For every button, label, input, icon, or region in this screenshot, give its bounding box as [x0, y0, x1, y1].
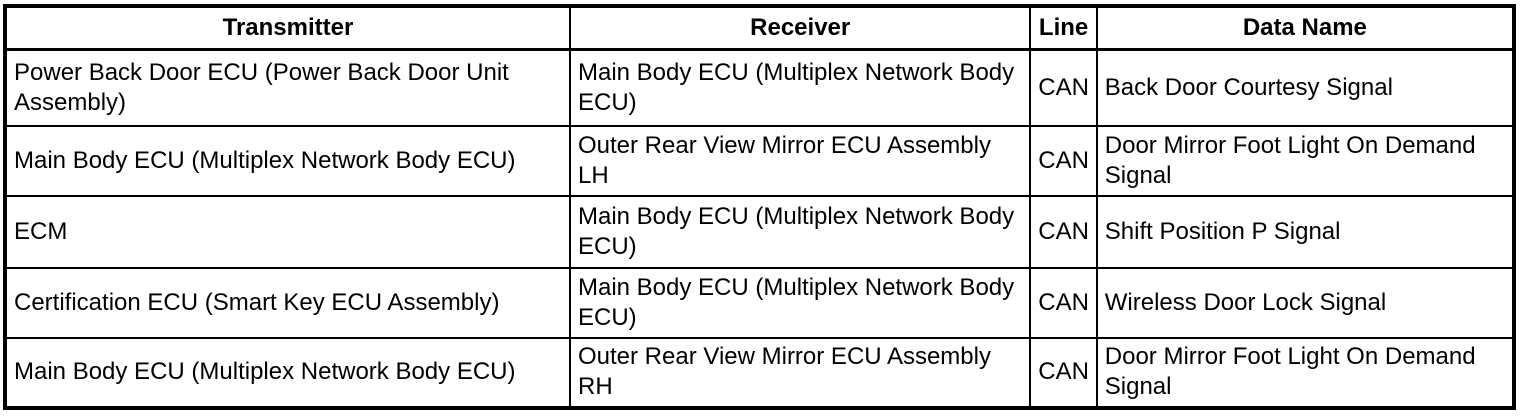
header-receiver: Receiver: [568, 5, 1032, 51]
table-row: Main Body ECU (Multiplex Network Body EC…: [4, 124, 1516, 197]
cell-receiver: Outer Rear View Mirror ECU Assembly LH: [568, 124, 1032, 197]
can-signal-table: Transmitter Receiver Line Data Name Powe…: [3, 4, 1516, 410]
cell-line: CAN: [1029, 266, 1098, 339]
table-row: ECM Main Body ECU (Multiplex Network Bod…: [4, 194, 1516, 269]
cell-receiver: Outer Rear View Mirror ECU Assembly RH: [568, 336, 1032, 409]
cell-transmitter: Power Back Door ECU (Power Back Door Uni…: [4, 48, 571, 127]
cell-line: CAN: [1029, 124, 1098, 197]
cell-line: CAN: [1029, 336, 1098, 409]
cell-transmitter: Certification ECU (Smart Key ECU Assembl…: [4, 266, 571, 339]
cell-data-name: Back Door Courtesy Signal: [1095, 48, 1516, 127]
header-line: Line: [1029, 5, 1098, 51]
header-data-name: Data Name: [1095, 5, 1516, 51]
cell-data-name: Door Mirror Foot Light On Demand Signal: [1095, 124, 1516, 197]
table-row: Power Back Door ECU (Power Back Door Uni…: [4, 48, 1516, 127]
cell-transmitter: Main Body ECU (Multiplex Network Body EC…: [4, 124, 571, 197]
cell-receiver: Main Body ECU (Multiplex Network Body EC…: [568, 194, 1032, 269]
cell-data-name: Shift Position P Signal: [1095, 194, 1516, 269]
table-row: Main Body ECU (Multiplex Network Body EC…: [4, 336, 1516, 409]
cell-line: CAN: [1029, 48, 1098, 127]
cell-transmitter: ECM: [4, 194, 571, 269]
header-transmitter: Transmitter: [4, 5, 571, 51]
table-body: Power Back Door ECU (Power Back Door Uni…: [4, 48, 1516, 409]
cell-receiver: Main Body ECU (Multiplex Network Body EC…: [568, 266, 1032, 339]
cell-data-name: Wireless Door Lock Signal: [1095, 266, 1516, 339]
header-row: Transmitter Receiver Line Data Name: [4, 5, 1516, 51]
cell-receiver: Main Body ECU (Multiplex Network Body EC…: [568, 48, 1032, 127]
cell-line: CAN: [1029, 194, 1098, 269]
table-header: Transmitter Receiver Line Data Name: [4, 5, 1516, 51]
cell-data-name: Door Mirror Foot Light On Demand Signal: [1095, 336, 1516, 409]
table-row: Certification ECU (Smart Key ECU Assembl…: [4, 266, 1516, 339]
cell-transmitter: Main Body ECU (Multiplex Network Body EC…: [4, 336, 571, 409]
